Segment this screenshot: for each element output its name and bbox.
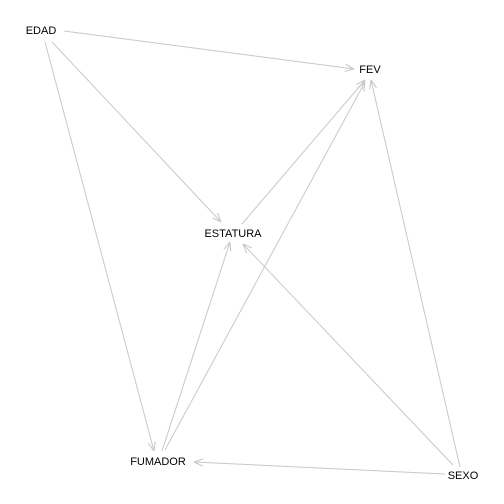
edge-sexo-estatura (243, 244, 454, 466)
node-fumador-label: FUMADOR (130, 456, 186, 468)
edge-estatura-fev (241, 80, 365, 225)
node-sexo-label: SEXO (448, 470, 479, 482)
nodes: EDAD FEV ESTATURA FUMADOR SEXO (26, 25, 479, 482)
node-estatura-label: ESTATURA (204, 228, 262, 240)
edge-fumador-estatura (161, 242, 230, 452)
edge-sexo-fumador (194, 462, 446, 475)
edge-edad-fev (63, 30, 354, 69)
node-fev-label: FEV (359, 64, 381, 76)
edges (44, 30, 461, 475)
node-edad-label: EDAD (26, 25, 57, 37)
edge-edad-estatura (51, 41, 221, 222)
edge-fumador-fev (164, 82, 365, 451)
edge-sexo-fev (371, 80, 461, 468)
edge-edad-fumador (44, 41, 154, 451)
